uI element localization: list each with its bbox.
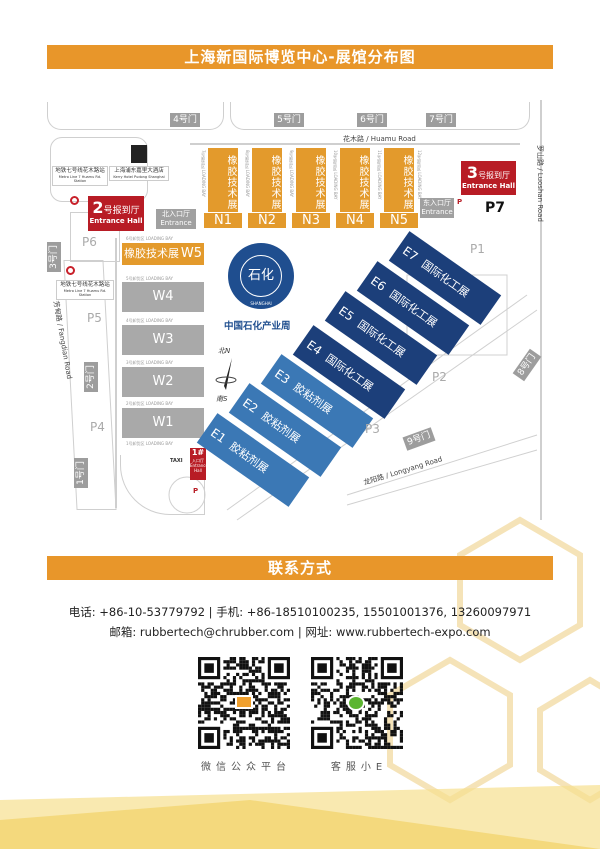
gate-5: 5号门 (274, 113, 304, 127)
hall-n1[interactable]: 橡胶技术展 (208, 148, 238, 212)
road-luoshan: 罗山路 / Luoshan Road (536, 145, 544, 222)
parking-p7: P7 (485, 200, 506, 216)
hall-w3[interactable]: W3 (122, 325, 204, 355)
parking-icon: P (193, 487, 199, 495)
parking-p5: P5 (87, 311, 102, 325)
parking-icon: P (457, 198, 463, 206)
gate-6: 6号门 (357, 113, 387, 127)
hall-n3-label: N3 (292, 212, 330, 228)
hall-n2-label: N2 (248, 212, 286, 228)
hall-n1-label: N1 (204, 212, 242, 228)
hall-n5[interactable]: 橡胶技术展 (384, 148, 414, 212)
loading-bay: 6号卸货区 LOADING BAY (126, 236, 173, 241)
hotel-building-icon (131, 145, 147, 163)
parking-p4: P4 (90, 420, 105, 434)
loading-bay: 4号卸货区 LOADING BAY (126, 318, 173, 323)
brand-logo-icon (235, 695, 253, 709)
gate-2: 2号门 (84, 362, 98, 392)
wechat-icon (347, 695, 365, 711)
hall-w1[interactable]: W1 (122, 408, 204, 438)
hall-n4[interactable]: 橡胶技术展 (340, 148, 370, 212)
contact-email[interactable]: 邮箱: rubbertech@chrubber.com | 网址: www.ru… (109, 625, 491, 639)
gate-4: 4号门 (170, 113, 200, 127)
entrance-hall-2[interactable]: 2号报到厅 Entrance Hall (88, 196, 144, 231)
metro-icon (70, 196, 79, 205)
loading-bay: 2号卸货区 LOADING BAY (126, 401, 173, 406)
parking-p2: P2 (432, 370, 447, 384)
qr-label-service: 客服小E (330, 762, 388, 773)
gate-3: 3号门 (47, 242, 61, 272)
contact-title: 联系方式 (47, 556, 553, 580)
loading-bay: 9号卸货区 LOADING BAY (289, 150, 294, 197)
loading-bay: 3号卸货区 LOADING BAY (126, 360, 173, 365)
entrance-hall-3[interactable]: 3号报到厅 Entrance Hall (461, 161, 516, 195)
gate-7: 7号门 (426, 113, 456, 127)
qr-code-customer-service[interactable] (311, 657, 403, 749)
compass-north: 北N (218, 347, 231, 355)
loading-bay: 7号卸货区 LOADING BAY (201, 150, 206, 197)
qr-code-wechat-official[interactable] (198, 657, 290, 749)
page-title: 上海新国际博览中心-展馆分布图 (47, 45, 553, 69)
contact-phone: 电话: +86-10-53779792 | 手机: +86-1851010023… (68, 605, 532, 619)
compass-south: 南S (216, 395, 228, 403)
loading-bay: 10号卸货区 LOADING BAY (333, 150, 338, 200)
road-huamu: 花木路 / Huamu Road (343, 135, 416, 143)
loading-bay: 8号卸货区 LOADING BAY (245, 150, 250, 197)
parking-p1: P1 (470, 242, 485, 256)
hall-w2[interactable]: W2 (122, 367, 204, 397)
hall-n4-label: N4 (336, 212, 374, 228)
gate-1: 1号门 (74, 458, 88, 488)
hall-w4[interactable]: W4 (122, 282, 204, 312)
metro-icon (66, 266, 75, 275)
loading-bay: 1号卸货区 LOADING BAY (126, 441, 173, 446)
logo-caption: 中国石化产业周 (224, 321, 291, 332)
hall-n2[interactable]: 橡胶技术展 (252, 148, 282, 212)
hall-n5-label: N5 (380, 212, 418, 228)
compass-icon (215, 358, 237, 390)
petrochem-week-logo: 石化 SHANGHAI (228, 243, 294, 309)
parking-p3: P3 (365, 422, 380, 436)
qr-label-wechat: 微信公众平台 (201, 762, 291, 773)
loading-bay: 11号卸货区 LOADING BAY (377, 150, 382, 200)
parking-p6: P6 (82, 235, 97, 249)
loading-bay: 12号卸货区 LOADING BAY (417, 150, 422, 200)
hall-n3[interactable]: 橡胶技术展 (296, 148, 326, 212)
taxi-label: TAXI (170, 458, 183, 464)
loading-bay: 5号卸货区 LOADING BAY (126, 276, 173, 281)
